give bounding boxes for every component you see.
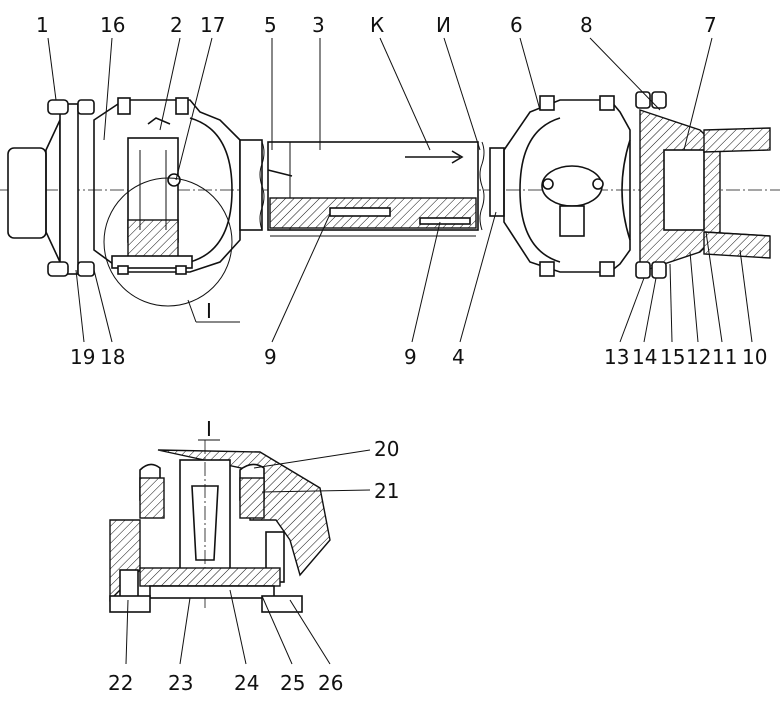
telescopic-shaft <box>267 141 479 237</box>
label-roman-I-main: I <box>206 299 212 323</box>
label-10: 10 <box>742 345 767 369</box>
detail-leader-I <box>187 299 197 323</box>
label-3: 3 <box>312 13 325 37</box>
label-1: 1 <box>36 13 49 37</box>
right-coupling <box>489 147 505 217</box>
label-21: 21 <box>374 479 399 503</box>
label-22: 22 <box>108 671 133 695</box>
label-26: 26 <box>318 671 343 695</box>
label-23: 23 <box>168 671 193 695</box>
label-12: 12 <box>686 345 711 369</box>
label-14: 14 <box>632 345 657 369</box>
label-18: 18 <box>100 345 125 369</box>
label-I-cyr: И <box>436 13 451 37</box>
label-17: 17 <box>200 13 225 37</box>
label-4: 4 <box>452 345 465 369</box>
detail-leader-lines <box>125 449 371 665</box>
label-9-right: 9 <box>404 345 417 369</box>
detail-circle-I <box>103 177 233 307</box>
label-9-left: 9 <box>264 345 277 369</box>
label-7: 7 <box>704 13 717 37</box>
label-5: 5 <box>264 13 277 37</box>
left-universal-joint <box>93 97 241 275</box>
main-leader-lines <box>47 37 753 343</box>
detail-view-I <box>109 440 331 613</box>
label-K: К <box>370 13 384 37</box>
label-11: 11 <box>712 345 737 369</box>
right-universal-joint <box>503 95 631 277</box>
label-13: 13 <box>604 345 629 369</box>
label-2: 2 <box>170 13 183 37</box>
shaft-break-right <box>479 141 485 231</box>
label-20: 20 <box>374 437 399 461</box>
left-flange <box>7 99 95 277</box>
label-6: 6 <box>510 13 523 37</box>
main-assembly-view <box>0 91 780 279</box>
label-roman-I-detail: I <box>206 417 212 441</box>
right-flange-assembly <box>621 91 771 279</box>
label-8: 8 <box>580 13 593 37</box>
label-24: 24 <box>234 671 259 695</box>
label-15: 15 <box>660 345 685 369</box>
label-19: 19 <box>70 345 95 369</box>
label-16: 16 <box>100 13 125 37</box>
label-25: 25 <box>280 671 305 695</box>
left-yoke-stub <box>239 139 263 231</box>
shaft-break-left <box>259 141 265 231</box>
